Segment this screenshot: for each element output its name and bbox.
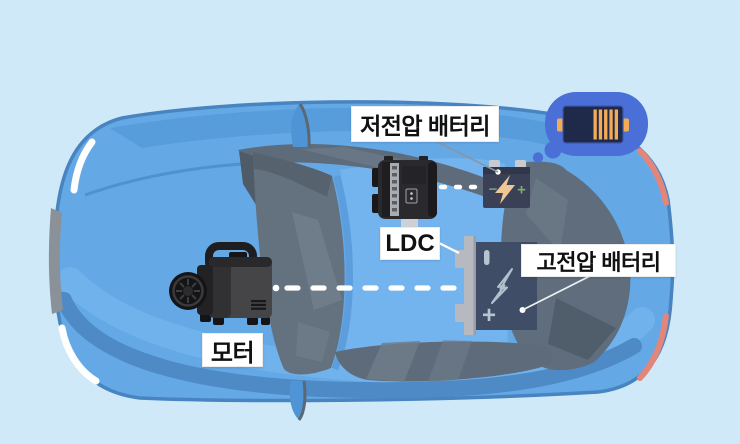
low-voltage-battery-icon: − +: [483, 160, 530, 208]
label-low-voltage-battery-text: 저전압 배터리: [360, 113, 490, 139]
leader-lines: [430, 138, 593, 311]
motor-to-battery-dashed-line: [272, 284, 459, 292]
label-high-voltage-battery: 고전압 배터리: [521, 244, 676, 277]
taillight-accent-bottom: [637, 313, 669, 381]
lv-label-leader-line: [430, 138, 499, 173]
side-mirrors: [289, 103, 311, 421]
charge-thought-bubble: [532, 92, 648, 163]
hv-plus-mark: +: [482, 302, 496, 329]
motor-fan: [169, 272, 207, 310]
label-motor: 모터: [202, 333, 263, 367]
windshield: [253, 152, 345, 375]
taillight-accent-top: [637, 148, 669, 206]
headlight-highlight-bottom: [58, 324, 100, 385]
hv-label-leader-line: [522, 274, 593, 311]
front-bumper: [48, 208, 63, 314]
battery-mount-rail: [464, 236, 476, 335]
battery-charge-bars: [593, 109, 618, 140]
label-ldc: LDC: [380, 227, 440, 260]
mirror-bottom: [289, 381, 305, 420]
lv-minus-mark: −: [489, 181, 498, 198]
ldc-connector-stub: [401, 216, 418, 229]
lv-plus-mark: +: [517, 182, 526, 199]
battery-icon: [557, 105, 629, 144]
lightning-bolt-outline-icon: [491, 268, 513, 304]
label-high-voltage-battery-text: 고전압 배터리: [536, 249, 661, 275]
headlight-highlight-top: [70, 138, 96, 194]
ldc-converter-icon: [372, 156, 437, 229]
bubble-tail-dot: [532, 152, 544, 163]
high-voltage-battery-icon: +: [455, 236, 537, 335]
hv-minus-mark: [484, 250, 490, 265]
ldc-label-leader-line: [436, 241, 460, 254]
label-low-voltage-battery: 저전압 배터리: [351, 106, 499, 142]
label-motor-text: 모터: [210, 339, 255, 367]
motor-icon: [169, 242, 272, 325]
label-ldc-text: LDC: [385, 229, 435, 257]
car-bottom-shade: [56, 292, 642, 399]
lightning-bolt-icon: [495, 175, 515, 204]
